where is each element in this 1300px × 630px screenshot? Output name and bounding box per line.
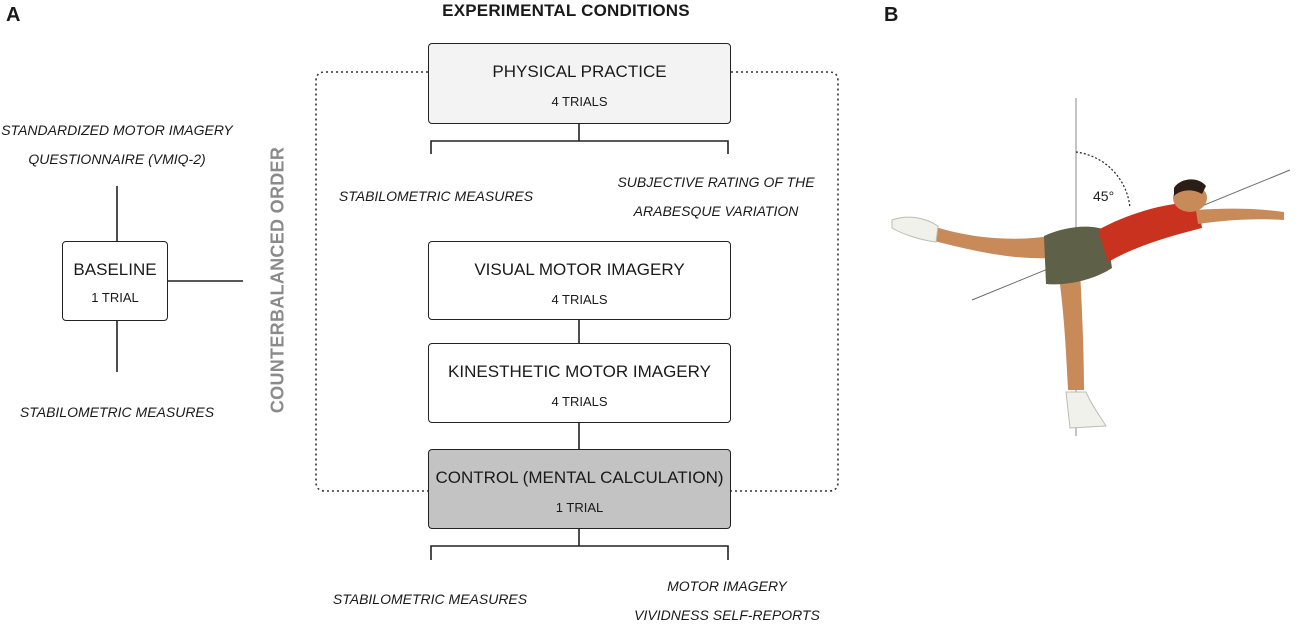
loop-dotted-left (315, 71, 428, 492)
physical-bracket (430, 140, 729, 154)
kinesthetic-imagery-title: KINESTHETIC MOTOR IMAGERY (448, 362, 711, 381)
kinesthetic-imagery-box: KINESTHETIC MOTOR IMAGERY 4 TRIALS (428, 343, 731, 423)
baseline-measures-text: STABILOMETRIC MEASURES (19, 404, 215, 420)
arabesque-figure: 45° (891, 98, 1291, 436)
standing-leg (1058, 270, 1084, 390)
angle-arc (1075, 151, 1131, 209)
physical-practice-title: PHYSICAL PRACTICE (492, 62, 667, 81)
back-leg (930, 226, 1052, 259)
questionnaire-line-1: STANDARDIZED MOTOR IMAGERY (1, 122, 233, 138)
panel-b-letter: B (884, 4, 899, 26)
physical-practice-trials: 4 TRIALS (551, 94, 608, 109)
kinesthetic-imagery-trials: 4 TRIALS (551, 394, 608, 409)
experimental-conditions-title: EXPERIMENTAL CONDITIONS (442, 1, 690, 20)
angle-label: 45° (1093, 188, 1114, 204)
physical-outcome-left: STABILOMETRIC MEASURES (328, 182, 544, 211)
baseline-measures: STABILOMETRIC MEASURES (0, 398, 234, 427)
control-bracket (430, 545, 729, 560)
questionnaire-line-2: QUESTIONNAIRE (VMIQ-2) (28, 151, 206, 167)
questionnaire-label: STANDARDIZED MOTOR IMAGERY QUESTIONNAIRE… (0, 116, 234, 174)
control-trials: 1 TRIAL (555, 500, 604, 515)
physical-outcome-left-text: STABILOMETRIC MEASURES (338, 188, 534, 204)
final-outcome-right: MOTOR IMAGERY VIVIDNESS SELF-REPORTS (624, 572, 830, 630)
shorts (1044, 226, 1112, 285)
standing-foot (1065, 391, 1107, 429)
baseline-box: BASELINE 1 TRIAL (62, 241, 168, 321)
loop-dotted-right (731, 71, 839, 492)
panel-a-letter: A (6, 4, 21, 26)
back-foot (891, 216, 939, 243)
visual-imagery-trials: 4 TRIALS (551, 292, 608, 307)
counterbalanced-order-label: COUNTERBALANCED ORDER (267, 146, 288, 414)
baseline-title: BASELINE (73, 260, 157, 279)
visual-imagery-title: VISUAL MOTOR IMAGERY (474, 260, 685, 279)
arms (1196, 208, 1284, 224)
physical-practice-box: PHYSICAL PRACTICE 4 TRIALS (428, 43, 731, 124)
final-outcome-right-line-1: MOTOR IMAGERY (667, 578, 787, 594)
physical-outcome-right-line-1: SUBJECTIVE RATING OF THE (617, 174, 815, 190)
final-outcome-left-text: STABILOMETRIC MEASURES (332, 591, 528, 607)
torso-shirt (1098, 202, 1202, 262)
baseline-trials: 1 TRIAL (91, 290, 139, 305)
control-box: CONTROL (MENTAL CALCULATION) 1 TRIAL (428, 449, 731, 529)
final-outcome-left: STABILOMETRIC MEASURES (322, 585, 538, 614)
visual-imagery-box: VISUAL MOTOR IMAGERY 4 TRIALS (428, 241, 731, 320)
physical-outcome-right: SUBJECTIVE RATING OF THE ARABESQUE VARIA… (600, 168, 832, 226)
hair (1174, 179, 1206, 196)
control-title: CONTROL (MENTAL CALCULATION) (435, 468, 724, 487)
final-outcome-right-line-2: VIVIDNESS SELF-REPORTS (634, 607, 820, 623)
physical-outcome-right-line-2: ARABESQUE VARIATION (633, 203, 799, 219)
